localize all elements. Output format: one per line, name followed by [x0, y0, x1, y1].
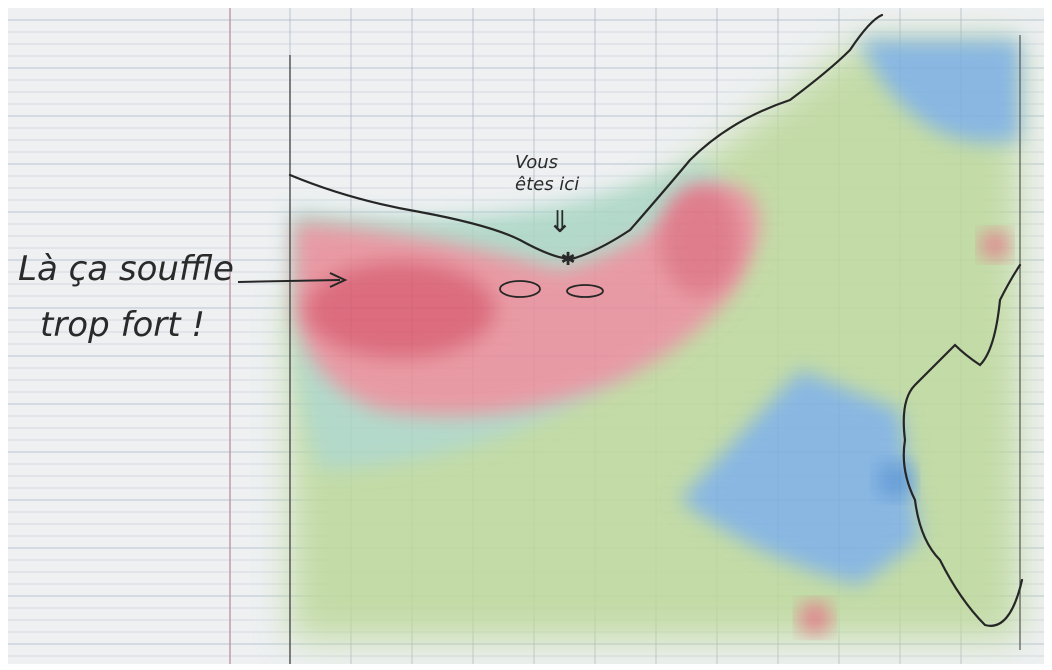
strong-wind-core [305, 262, 495, 358]
island-right [566, 284, 604, 298]
coastline-north [288, 13, 884, 260]
wind-spot-right [981, 231, 1009, 259]
pointer-arrow-head [329, 272, 348, 288]
wind-spot-bottom [799, 602, 831, 634]
wind-note-line2: trop fort ! [40, 305, 205, 345]
strong-wind-tail [660, 185, 740, 295]
coastline-east [902, 263, 1024, 627]
water-zone-top [860, 40, 1020, 143]
wind-note-line1: Là ça souffle [18, 249, 234, 289]
water-dot [877, 462, 913, 498]
you-are-here-line1: Vous [515, 152, 558, 173]
water-zone-bottom [680, 370, 920, 585]
moderate-wind-zone [295, 185, 760, 416]
arrow-down-icon: ⇓ [547, 205, 572, 240]
location-marker-icon: ✱ [560, 249, 575, 270]
island-left [499, 280, 541, 298]
you-are-here-line2: êtes ici [515, 174, 579, 195]
pointer-arrow-line [237, 279, 341, 283]
